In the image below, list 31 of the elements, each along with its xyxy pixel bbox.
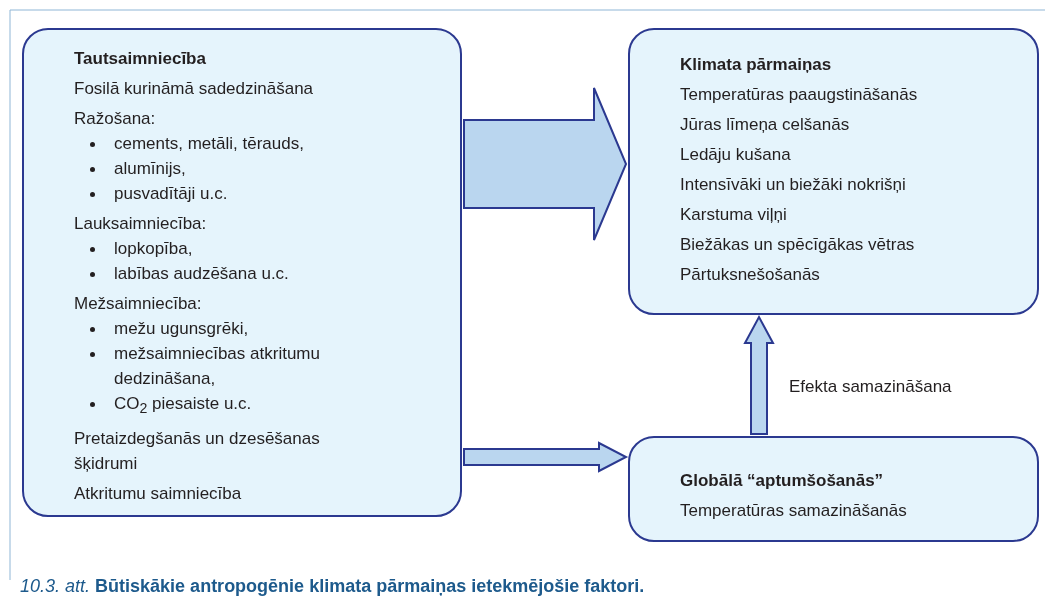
box-text: Fosilā kurināmā sadedzināšana — [74, 78, 315, 100]
block-arrow — [463, 87, 628, 241]
box-text: Atkritumu saimniecība — [74, 483, 243, 506]
figure-caption: 10.3. att. Būtiskākie antropogēnie klimata pārmaiņas ietekmējošie faktori. — [20, 576, 645, 597]
box-text: Karstuma viļņi — [680, 204, 788, 226]
list-item: alumīnijs, — [114, 159, 186, 178]
box-heading: Globālā “aptumšošanās” — [680, 470, 885, 492]
box-text: Lauksaimniecība: — [74, 213, 208, 235]
box-text: Jūras līmeņa celšanās — [680, 114, 851, 136]
box-text: Mežsaimniecība: — [74, 293, 203, 315]
box-text: Pretaizdegšanās un dzesēšanas šķidrumi — [74, 428, 321, 476]
text-box — [22, 28, 462, 517]
block-arrow — [463, 441, 629, 473]
box-text: Temperatūras samazināšanās — [680, 500, 908, 522]
block-arrow — [743, 314, 775, 435]
text-box — [628, 28, 1039, 315]
list-item: cements, metāli, tērauds, — [114, 134, 304, 153]
list-item: CO$_{2}$ piesaiste u.c. — [114, 394, 252, 413]
list-item: lopkopība, — [114, 239, 193, 258]
box-heading: Klimata pārmaiņas — [680, 54, 833, 76]
text-box — [628, 436, 1039, 542]
box-text: Intensīvāki un biežāki nokrišņi — [680, 174, 907, 196]
box-heading: Tautsaimniecība — [74, 48, 207, 70]
box-text: Pārtuksnešošanās — [680, 264, 821, 286]
list-item: pusvadītāji u.c. — [114, 184, 228, 203]
box-text: Ledāju kušana — [680, 144, 792, 166]
box-text: Biežākas un spēcīgākas vētras — [680, 234, 916, 256]
box-text: Ražošana: — [74, 108, 157, 130]
list-item: labības audzēšana u.c. — [114, 264, 289, 283]
list-item: mežu ugunsgrēki, — [114, 319, 249, 338]
box-text: Temperatūras paaugstināšanās — [680, 84, 919, 106]
